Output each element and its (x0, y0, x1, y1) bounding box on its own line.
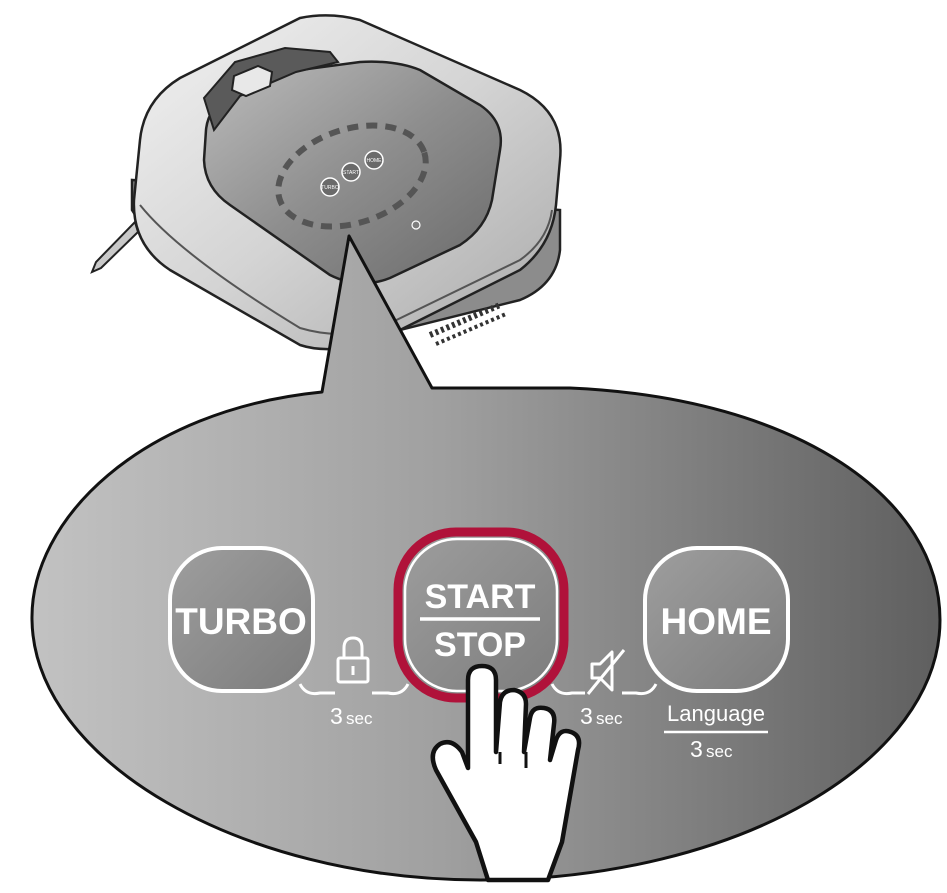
stop-label: STOP (434, 626, 526, 664)
lock-seconds-unit: sec (346, 709, 373, 728)
mute-seconds-unit: sec (596, 709, 623, 728)
robot-vacuum: TURBO START HOME (90, 14, 562, 351)
turbo-label: TURBO (175, 601, 307, 642)
robot-mini-buttons: TURBO START HOME (320, 150, 421, 230)
robot-mini-start: START (343, 170, 359, 176)
pointing-hand-icon (430, 663, 582, 883)
language-label: Language (667, 701, 765, 726)
language-seconds-unit: sec (706, 742, 733, 761)
robot-mini-turbo: TURBO (321, 185, 339, 191)
home-button[interactable]: HOME (643, 546, 790, 693)
robot-mini-home: HOME (367, 158, 383, 164)
language-combo: Language 3 sec (664, 701, 768, 762)
mute-icon (586, 649, 626, 695)
lock-icon (336, 636, 370, 684)
home-label: HOME (661, 601, 772, 642)
lock-seconds-digit: 3 (330, 703, 343, 729)
language-seconds-digit: 3 (690, 736, 703, 762)
mute-seconds-digit: 3 (580, 703, 593, 729)
lock-combo: 3 sec (298, 636, 410, 729)
turbo-button[interactable]: TURBO (168, 546, 315, 693)
start-label: START (425, 578, 536, 616)
mute-combo: 3 sec (550, 649, 658, 729)
